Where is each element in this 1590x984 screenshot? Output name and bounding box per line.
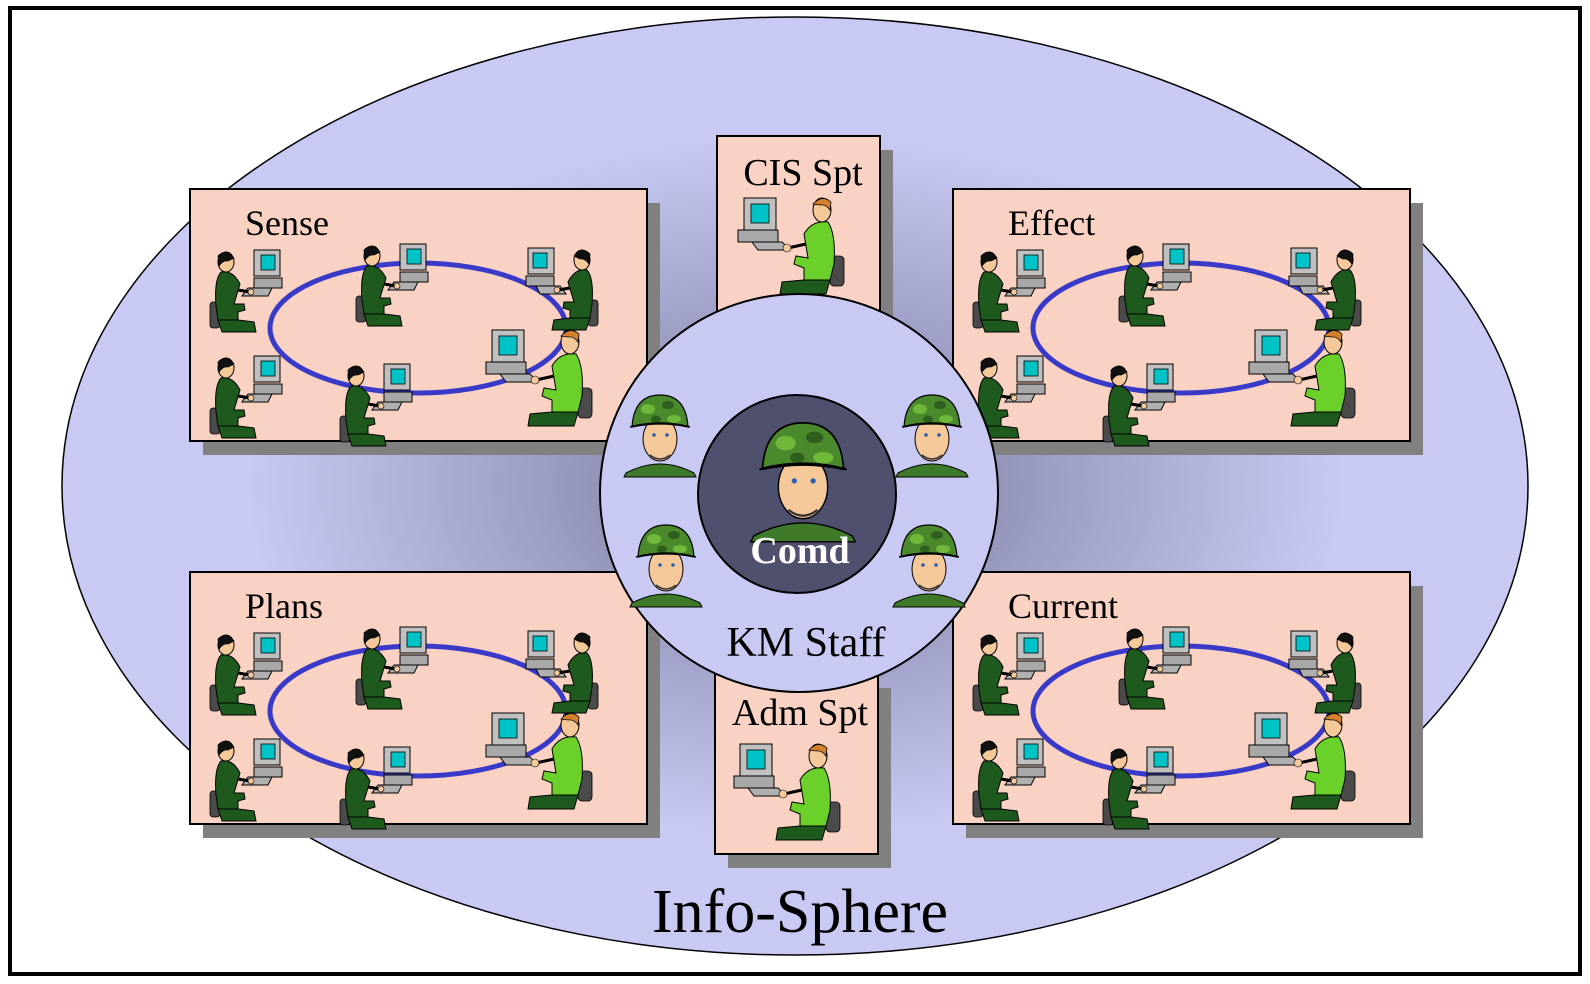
support-label-cis: CIS Spt (743, 152, 863, 194)
cell-sense: Sense (189, 188, 660, 455)
commander-core: Comd (697, 394, 897, 594)
support-label-adm: Adm Spt (732, 692, 869, 734)
info-sphere-title: Info-Sphere (652, 878, 948, 946)
commander-label: Comd (750, 530, 849, 572)
support-box-cis: CIS Spt (716, 135, 893, 330)
cell-plans: Plans (189, 571, 660, 838)
cell-label-effect: Effect (1008, 203, 1095, 243)
support-box-adm: Adm Spt (714, 673, 891, 868)
cell-label-current: Current (1008, 586, 1118, 626)
km-staff-label: KM Staff (726, 620, 885, 666)
cell-effect: Effect (952, 188, 1423, 455)
cell-label-plans: Plans (245, 586, 323, 626)
cell-current: Current (952, 571, 1423, 838)
cell-label-sense: Sense (245, 203, 329, 243)
